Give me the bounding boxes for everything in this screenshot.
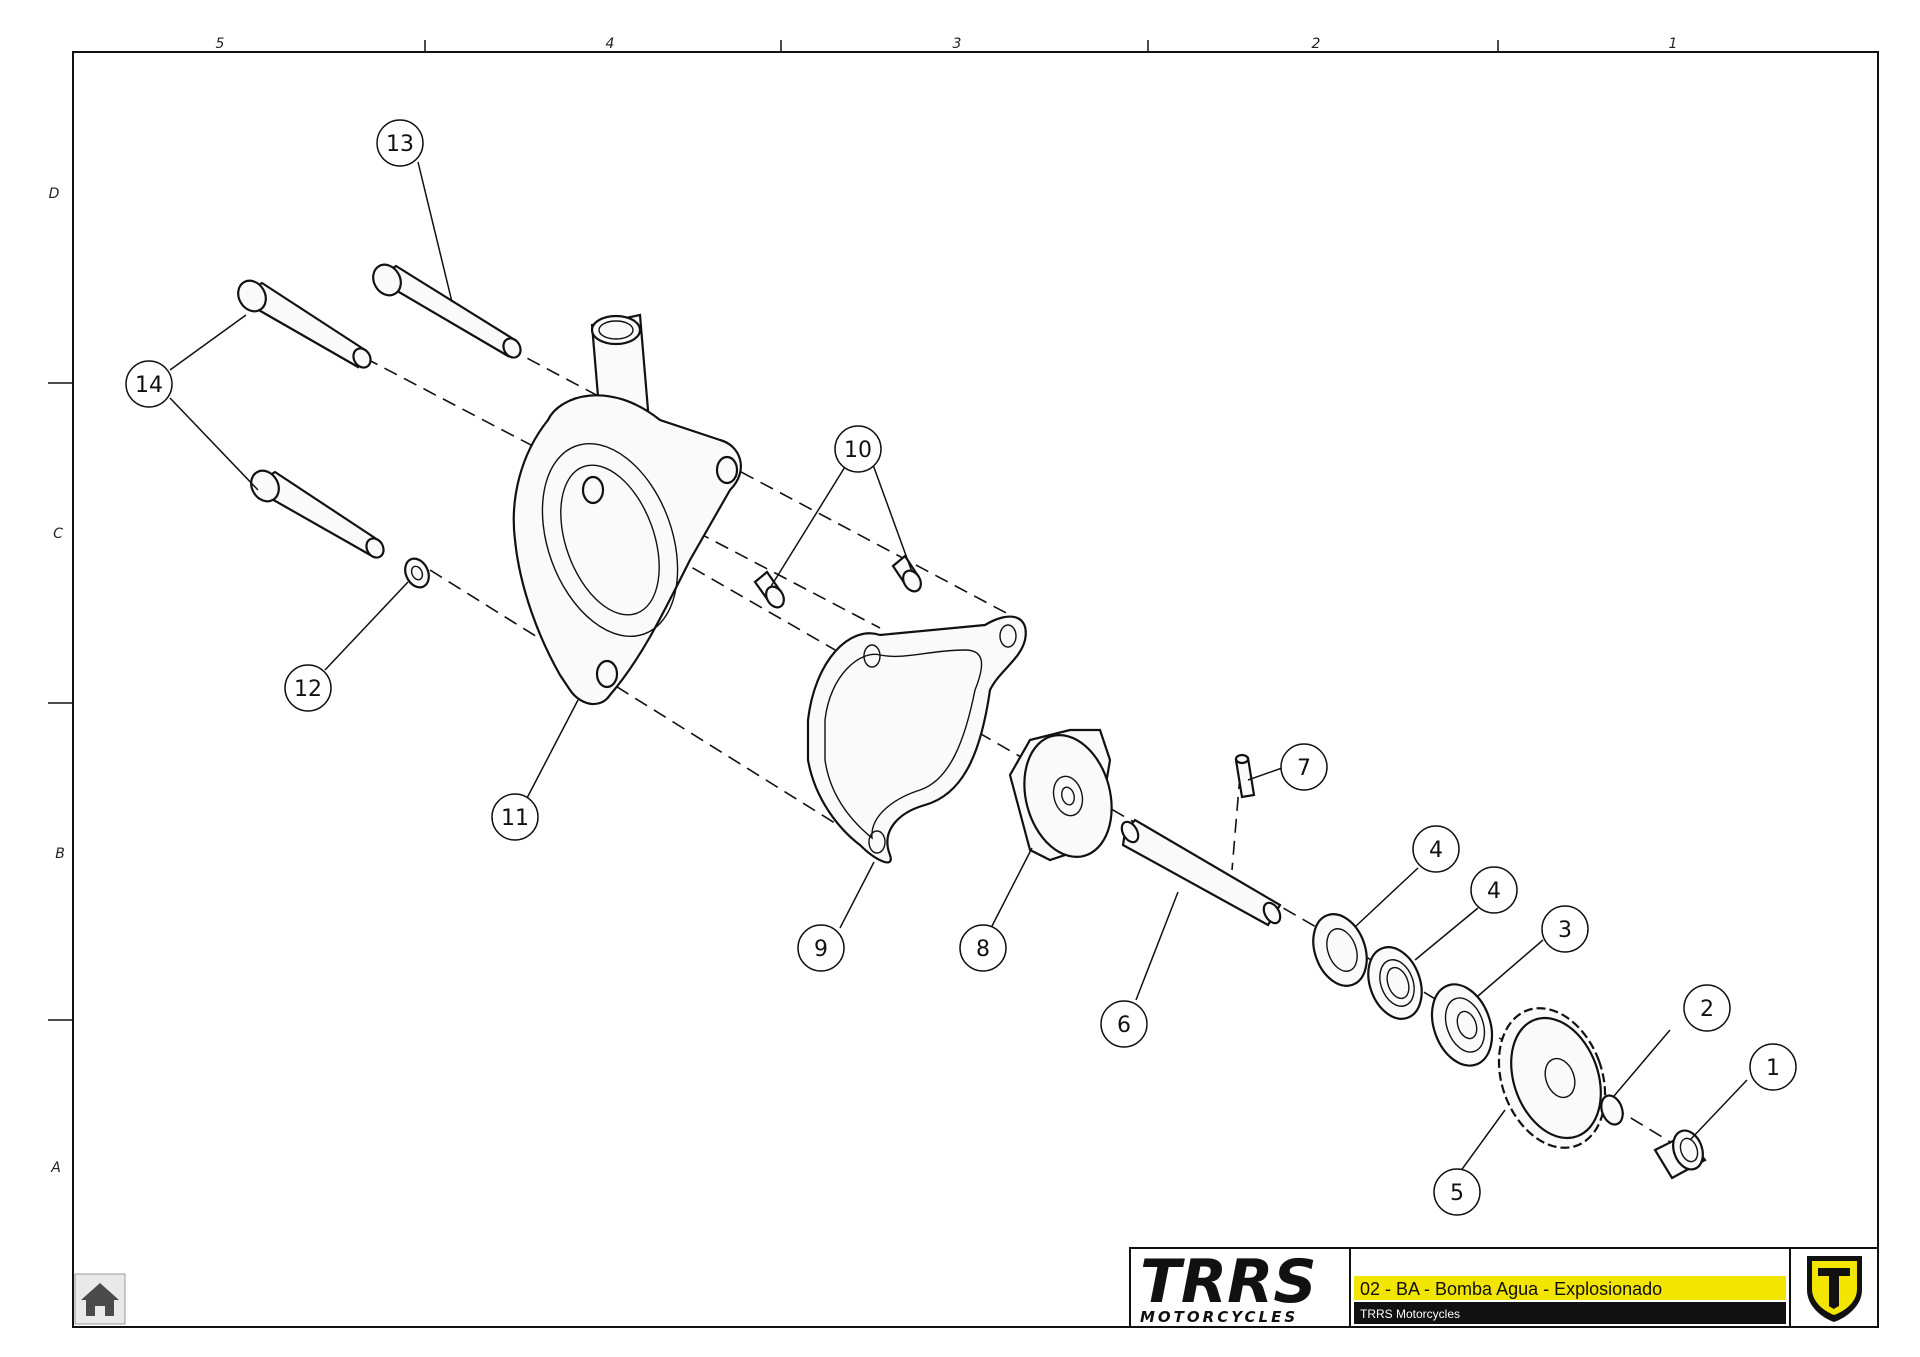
zone-col-4: 4 xyxy=(606,36,615,52)
zone-col-2: 2 xyxy=(1312,36,1321,52)
dowel-10a xyxy=(753,570,785,609)
shaft-6 xyxy=(1120,818,1282,927)
company-bar xyxy=(1354,1302,1786,1324)
svg-text:9: 9 xyxy=(814,937,828,962)
circlip-2 xyxy=(1600,1094,1624,1126)
home-icon xyxy=(81,1283,119,1316)
leader-lines xyxy=(169,161,1748,1173)
pin-7 xyxy=(1234,753,1256,799)
zone-row-d: D xyxy=(49,186,60,202)
dowel-10b xyxy=(891,554,922,593)
svg-text:10: 10 xyxy=(844,438,872,463)
bolt-14-upper xyxy=(237,279,372,369)
callout-13: 13 xyxy=(376,119,424,167)
zone-col-1: 1 xyxy=(1669,36,1678,52)
drawing-title: 02 - BA - Bomba Agua - Explosionado xyxy=(1360,1279,1662,1299)
title-bar xyxy=(1354,1276,1786,1300)
logo-subtitle: MOTORCYCLES xyxy=(1140,1308,1298,1326)
svg-text:3: 3 xyxy=(1558,918,1572,943)
callout-1: 1 xyxy=(1749,1043,1797,1091)
callout-4a: 4 xyxy=(1412,825,1460,873)
impeller-8 xyxy=(1008,728,1113,862)
gear-5 xyxy=(1497,1007,1607,1149)
zone-col-5: 5 xyxy=(216,36,225,52)
callout-9: 9 xyxy=(797,924,845,972)
zone-row-c: C xyxy=(53,526,63,542)
svg-text:5: 5 xyxy=(1450,1181,1464,1206)
sheet-border xyxy=(72,51,1879,1328)
svg-text:1: 1 xyxy=(1766,1056,1780,1081)
title-block: 02 - BA - Bomba Agua - Explosionado TRRS… xyxy=(1129,1247,1879,1328)
callout-3: 3 xyxy=(1541,905,1589,953)
gasket-9 xyxy=(806,615,1027,864)
pump-cover-11 xyxy=(512,313,742,706)
svg-text:12: 12 xyxy=(294,677,322,702)
bearing-3 xyxy=(1430,983,1494,1067)
callout-8: 8 xyxy=(959,924,1007,972)
callout-6: 6 xyxy=(1100,1000,1148,1048)
svg-text:14: 14 xyxy=(135,373,163,398)
bushing-1 xyxy=(1653,1129,1707,1180)
zone-row-b: B xyxy=(55,846,65,862)
callout-5: 5 xyxy=(1433,1168,1481,1216)
svg-text:7: 7 xyxy=(1297,756,1311,781)
bolt-14-lower xyxy=(250,469,385,559)
logo-wordmark: TRRS xyxy=(1140,1247,1317,1317)
callout-2: 2 xyxy=(1683,984,1731,1032)
callout-14: 14 xyxy=(125,360,173,408)
seal-4a xyxy=(1312,913,1368,987)
zone-row-a: A xyxy=(50,1160,61,1176)
washer-12 xyxy=(404,557,430,589)
callout-7: 7 xyxy=(1280,743,1328,791)
zone-ticks xyxy=(48,40,1499,1021)
svg-text:8: 8 xyxy=(976,937,990,962)
trrs-logo: TRRS MOTORCYCLES xyxy=(1140,1247,1317,1326)
svg-text:2: 2 xyxy=(1700,997,1714,1022)
zone-col-3: 3 xyxy=(953,36,962,52)
svg-text:4: 4 xyxy=(1429,838,1443,863)
callout-11: 11 xyxy=(491,793,539,841)
callout-4b: 4 xyxy=(1470,866,1518,914)
bolt-13 xyxy=(372,263,522,359)
home-button[interactable] xyxy=(74,1273,126,1325)
company-name: TRRS Motorcycles xyxy=(1360,1307,1460,1321)
shield-emblem-icon xyxy=(1807,1256,1862,1322)
svg-text:13: 13 xyxy=(386,132,414,157)
callout-10: 10 xyxy=(834,425,882,473)
seal-4b xyxy=(1367,946,1423,1020)
svg-text:6: 6 xyxy=(1117,1013,1131,1038)
svg-text:4: 4 xyxy=(1487,879,1501,904)
callout-12: 12 xyxy=(284,664,332,712)
svg-text:11: 11 xyxy=(501,806,529,831)
